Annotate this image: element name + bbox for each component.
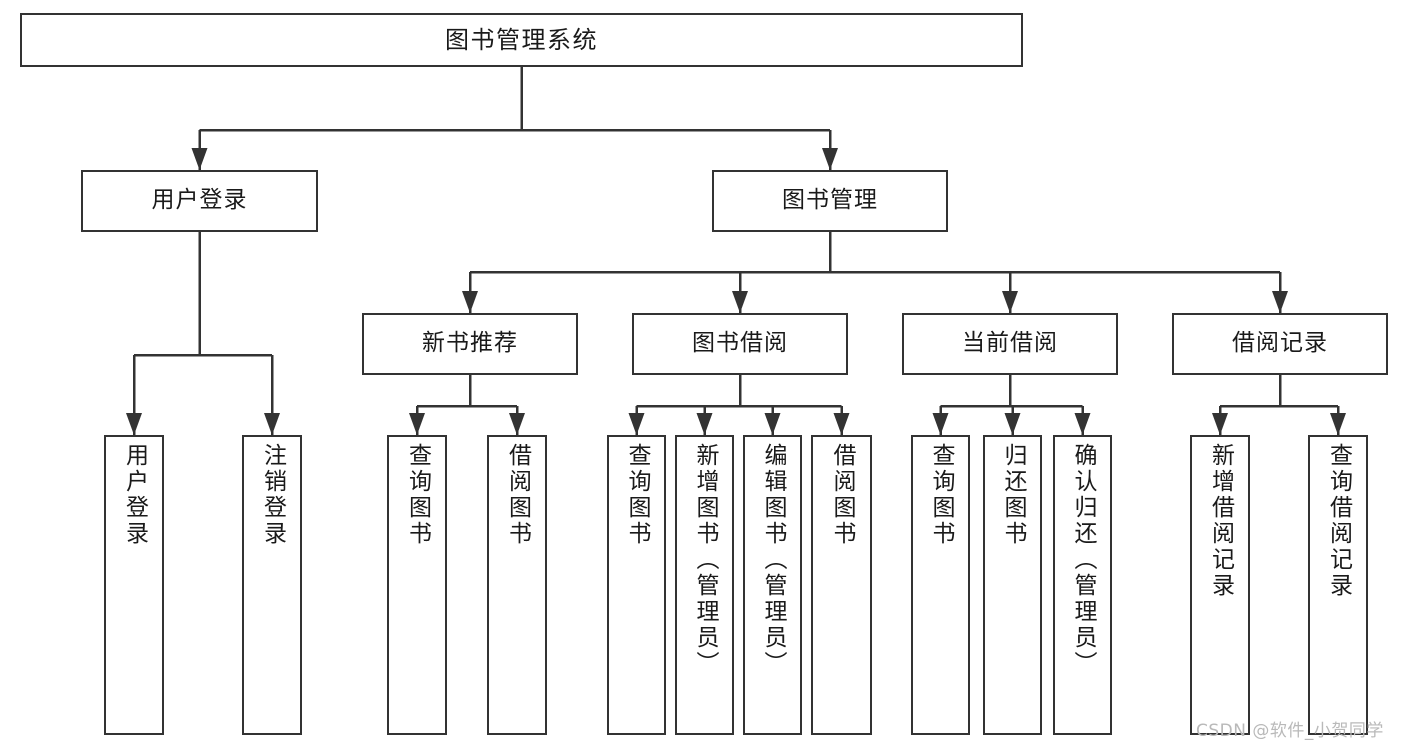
node-book-management[interactable]: 图书管理 xyxy=(712,170,948,232)
node-user-login[interactable]: 用户登录 xyxy=(81,170,318,232)
node-label: 用户登录 xyxy=(121,443,148,547)
leaf-query-book-recommend[interactable]: 查询图书 xyxy=(387,435,447,735)
leaf-borrow-book[interactable]: 借阅图书 xyxy=(811,435,872,735)
node-label: 查询图书 xyxy=(928,443,954,547)
node-label: 编辑图书（管理员） xyxy=(760,443,786,677)
node-label: 借阅图书 xyxy=(504,443,531,547)
leaf-return-book[interactable]: 归还图书 xyxy=(983,435,1042,735)
leaf-borrow-book-recommend[interactable]: 借阅图书 xyxy=(487,435,547,735)
node-label: 图书管理系统 xyxy=(445,25,598,54)
node-label: 新书推荐 xyxy=(422,330,518,357)
node-label: 查询图书 xyxy=(624,443,650,547)
node-label: 注销登录 xyxy=(259,443,286,547)
node-label: 归还图书 xyxy=(1000,443,1026,547)
leaf-logout[interactable]: 注销登录 xyxy=(242,435,302,735)
node-label: 图书管理 xyxy=(782,187,878,214)
leaf-edit-book-admin[interactable]: 编辑图书（管理员） xyxy=(743,435,802,735)
node-label: 借阅记录 xyxy=(1232,330,1328,357)
leaf-confirm-return-admin[interactable]: 确认归还（管理员） xyxy=(1053,435,1112,735)
node-label: 新增借阅记录 xyxy=(1207,443,1234,599)
csdn-watermark: CSDN @软件_小贺同学 xyxy=(1196,721,1384,741)
node-label: 当前借阅 xyxy=(962,330,1058,357)
leaf-query-book-borrow[interactable]: 查询图书 xyxy=(607,435,666,735)
node-current-borrow[interactable]: 当前借阅 xyxy=(902,313,1118,375)
node-borrow-records[interactable]: 借阅记录 xyxy=(1172,313,1388,375)
leaf-query-book-current[interactable]: 查询图书 xyxy=(911,435,970,735)
leaf-add-book-admin[interactable]: 新增图书（管理员） xyxy=(675,435,734,735)
node-label: 查询借阅记录 xyxy=(1325,443,1352,599)
node-book-borrow[interactable]: 图书借阅 xyxy=(632,313,848,375)
node-label: 用户登录 xyxy=(151,187,248,214)
leaf-add-borrow-record[interactable]: 新增借阅记录 xyxy=(1190,435,1250,735)
node-label: 图书借阅 xyxy=(692,330,788,357)
node-root-system[interactable]: 图书管理系统 xyxy=(20,13,1023,67)
node-label: 查询图书 xyxy=(404,443,431,547)
node-label: 借阅图书 xyxy=(829,443,855,547)
node-label: 新增图书（管理员） xyxy=(692,443,718,677)
leaf-user-login[interactable]: 用户登录 xyxy=(104,435,164,735)
node-new-book-recommend[interactable]: 新书推荐 xyxy=(362,313,578,375)
node-label: 确认归还（管理员） xyxy=(1070,443,1096,677)
leaf-query-borrow-record[interactable]: 查询借阅记录 xyxy=(1308,435,1368,735)
